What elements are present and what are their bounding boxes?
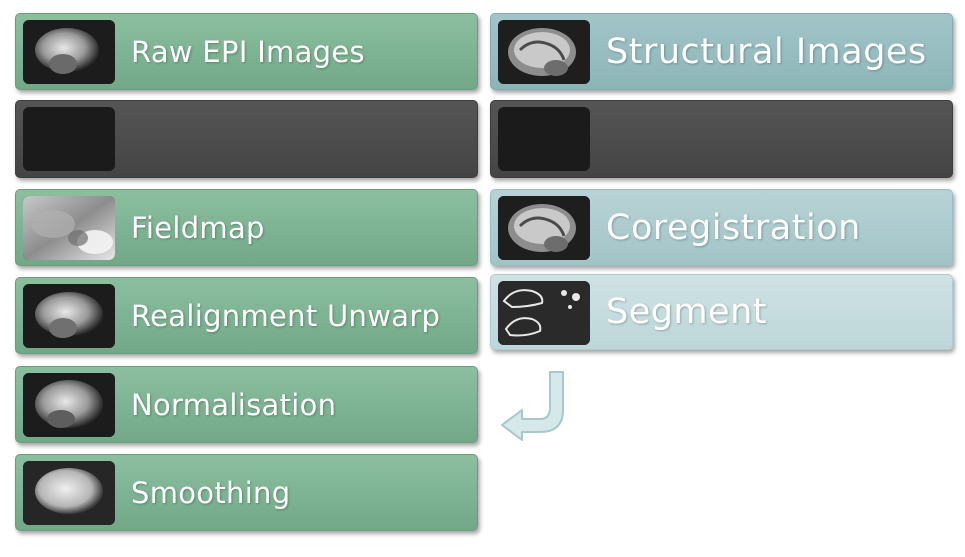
step-label: Segment <box>606 292 767 332</box>
empty-thumbnail <box>498 107 590 171</box>
segment-brain-icon <box>498 281 590 345</box>
step-coregistration: Coregistration <box>490 189 953 266</box>
step-label: Coregistration <box>606 207 861 248</box>
step-label: Fieldmap <box>131 210 265 245</box>
smooth-brain-icon <box>23 461 115 525</box>
curved-arrow-icon <box>501 371 564 441</box>
step-label: Smoothing <box>131 475 291 510</box>
epi-brain-icon <box>23 284 115 348</box>
structural-brain-icon <box>498 20 590 84</box>
step-empty-right <box>490 100 953 178</box>
step-normalisation: Normalisation <box>15 366 478 443</box>
step-empty-left <box>15 100 478 178</box>
step-raw-epi-images: Raw EPI Images <box>15 13 478 90</box>
step-label: Realignment Unwarp <box>131 298 441 333</box>
step-label: Structural Images <box>606 31 927 72</box>
empty-thumbnail <box>23 107 115 171</box>
fieldmap-icon <box>23 196 115 260</box>
step-label: Normalisation <box>131 387 337 422</box>
epi-brain-icon <box>23 20 115 84</box>
epi-brain-icon <box>23 373 115 437</box>
step-segment: Segment <box>490 274 953 350</box>
step-realignment-unwarp: Realignment Unwarp <box>15 277 478 354</box>
step-smoothing: Smoothing <box>15 454 478 531</box>
step-structural-images: Structural Images <box>490 13 953 90</box>
step-fieldmap: Fieldmap <box>15 189 478 266</box>
step-label: Raw EPI Images <box>131 34 365 69</box>
structural-brain-icon <box>498 196 590 260</box>
